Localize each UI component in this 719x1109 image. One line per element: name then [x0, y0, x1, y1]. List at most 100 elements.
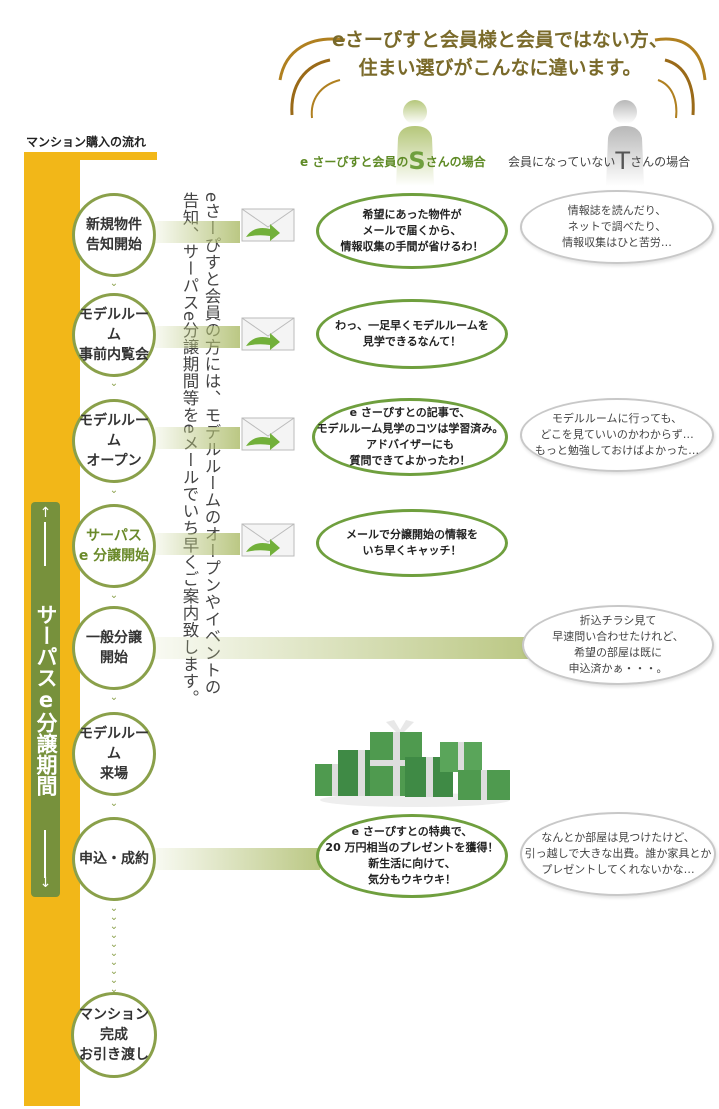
- s-speech-bubble-3: e さーぴすとの記事で、モデルルーム見学のコツは学習済み。アドバイザーにも質問で…: [312, 398, 508, 476]
- step-general-sale-start: 一般分譲開始: [72, 606, 156, 690]
- bubble-text: 情報収集の手間が省けるわ！: [340, 240, 484, 253]
- period-line-bottom: [44, 830, 46, 878]
- bubble-text: メールで届くから、: [362, 224, 462, 237]
- s-speech-bubble-4: メールで分譲開始の情報をいち早くキャッチ！: [316, 509, 508, 577]
- step-completion-handover: マンション完成お引き渡し: [71, 992, 157, 1078]
- step-text: モデルルーム: [79, 307, 149, 343]
- step-text: 新規物件: [86, 217, 142, 233]
- step-text: お引き渡し: [79, 1047, 149, 1063]
- bubble-text: 折込チラシ見て: [579, 614, 657, 627]
- banner-title: eさーぴすと会員様と会員ではない方、 住まい選びがこんなに違います。: [320, 26, 680, 82]
- s-heading-letter: S: [408, 147, 426, 175]
- email-envelope-icon: [241, 317, 295, 351]
- banner-line-2: 住まい選びがこんなに違います。: [358, 57, 642, 79]
- band-row-1: [155, 221, 240, 243]
- bubble-text: モデルルーム見学のコツは学習済み。: [316, 422, 504, 435]
- band-row-3: [155, 427, 240, 449]
- s-speech-bubble-2: わっ、一足早くモデルルームを見学できるなんて！: [316, 299, 508, 369]
- banner-line-1: eさーぴすと会員様と会員ではない方、: [332, 29, 668, 51]
- bubble-text: モデルルームに行っても、: [551, 412, 683, 425]
- right-swirl-decoration: [654, 37, 707, 119]
- step-text: マンション: [79, 1007, 149, 1023]
- bubble-text: e さーぴすとの特典で、: [351, 825, 473, 838]
- step-model-room-visit: モデルルーム来場: [72, 712, 156, 796]
- step-text: サーパス: [86, 528, 142, 544]
- bubble-text: 引っ越しで大きな出費。誰か家具とか: [524, 847, 712, 860]
- chevron-down-icon: ⌄: [109, 798, 119, 809]
- t-heading-suffix: さんの場合: [630, 155, 691, 169]
- step-text: 申込・成約: [79, 851, 149, 867]
- t-heading-prefix: 会員になっていない: [508, 155, 616, 169]
- step-text: 開始: [100, 650, 128, 666]
- bubble-text: アドバイザーにも: [365, 438, 454, 451]
- band-row-2: [155, 326, 240, 348]
- email-envelope-icon: [241, 523, 295, 557]
- chevron-down-icon: ⌄: [109, 692, 119, 703]
- step-model-room-open: モデルルームオープン: [72, 399, 156, 483]
- bubble-text: メールで分譲開始の情報を: [346, 528, 478, 541]
- period-down-arrow-icon: ↓: [39, 875, 52, 891]
- period-up-arrow-icon: ↑: [39, 505, 52, 521]
- t-speech-bubble-1: 情報誌を読んだり、ネットで調べたり、情報収集はひと苦労…: [520, 190, 714, 264]
- email-envelope-icon: [241, 208, 295, 242]
- bubble-text: プレゼントしてくれないかな…: [541, 863, 695, 876]
- bubble-text: 質問できてよかったわ！: [349, 454, 471, 467]
- bubble-text: 早速問い合わせたけれど、: [552, 630, 684, 643]
- s-person-heading: e さーぴすと会員のSさんの場合: [300, 147, 486, 175]
- chevron-down-icon: ⌄: [109, 378, 119, 389]
- period-line-top: [44, 522, 46, 566]
- step-text: モデルルーム: [79, 726, 149, 762]
- email-envelope-icon: [241, 417, 295, 451]
- chevron-down-icon: ⌄: [109, 485, 119, 496]
- t-person-silhouette: [606, 100, 644, 186]
- bubble-text: 希望の部屋は既に: [573, 646, 662, 659]
- step-application-contract: 申込・成約: [72, 817, 156, 901]
- band-row-contract: [155, 848, 320, 870]
- bubble-text: いち早くキャッチ！: [362, 544, 462, 557]
- bubble-text: どこを見ていいのかわからず…: [540, 428, 694, 441]
- left-swirl-decoration: [278, 37, 346, 119]
- step-text: 一般分譲: [86, 630, 142, 646]
- bubble-text: ネットで調べたり、: [567, 220, 667, 233]
- bubble-text: 気分もウキウキ！: [367, 873, 456, 886]
- step-text: 完成: [100, 1027, 128, 1043]
- step-surpass-e-sale-start: サーパス e 分譲開始: [72, 504, 156, 588]
- t-speech-bubble-2: モデルルームに行っても、どこを見ていいのかわからず… もっと勉強しておけばよかった…: [520, 398, 714, 472]
- bubble-text: わっ、一足早くモデルルームを: [335, 319, 489, 332]
- t-heading-letter: T: [615, 147, 631, 175]
- flow-label: マンション購入の流れ: [26, 135, 147, 149]
- bubble-text: 情報誌を読んだり、: [567, 204, 667, 217]
- flow-label-underline: [24, 152, 157, 160]
- bubble-text: e さーぴすとの記事で、: [349, 406, 471, 419]
- step-text: 事前内覧会: [79, 347, 149, 363]
- band-row-general-sale: [155, 637, 530, 659]
- step-model-room-preview: モデルルーム事前内覧会: [72, 293, 156, 377]
- step-text: 来場: [100, 766, 128, 782]
- step-text: オープン: [86, 453, 142, 469]
- bubble-text: 情報収集はひと苦労…: [562, 236, 672, 249]
- band-row-4: [155, 533, 240, 555]
- bubble-text: 見学できるなんて！: [362, 335, 462, 348]
- step-text: e 分譲開始: [78, 548, 150, 564]
- bubble-text: なんとか部屋は見つけたけど、: [541, 831, 695, 844]
- bubble-text: 新生活に向けて、: [368, 857, 456, 870]
- chevron-down-icon: ⌄: [109, 590, 119, 601]
- s-person-silhouette: [396, 100, 434, 186]
- bubble-text: 希望にあった物件が: [362, 208, 462, 221]
- period-label: サーパスe分譲期間: [34, 604, 58, 796]
- t-person-heading: 会員になっていないTさんの場合: [508, 147, 690, 175]
- step-new-listing: 新規物件告知開始: [72, 193, 156, 277]
- bubble-text: もっと勉強しておけばよかった…: [534, 444, 700, 457]
- s-heading-prefix: e さーぴすと会員の: [300, 155, 409, 169]
- bubble-text: 申込済かぁ・・・。: [568, 662, 668, 675]
- chevron-down-icon: ⌄⌄⌄⌄⌄⌄⌄⌄⌄⌄: [109, 903, 119, 995]
- vertical-member-note: eさーぴすと会員の方には、モデルルームのオープンやイベントの告知、サーパスe分譲…: [180, 192, 221, 707]
- s-heading-suffix: さんの場合: [425, 155, 486, 169]
- s-speech-bubble-1: 希望にあった物件がメールで届くから、情報収集の手間が省けるわ！: [316, 193, 508, 269]
- gift-boxes-image: [315, 720, 510, 807]
- step-text: モデルルーム: [79, 413, 149, 449]
- t-speech-bubble-3: 折込チラシ見て早速問い合わせたけれど、希望の部屋は既に申込済かぁ・・・。: [522, 605, 714, 685]
- bubble-text: 20 万円相当のプレゼントを獲得！: [325, 841, 499, 854]
- step-text: 告知開始: [86, 237, 142, 253]
- chevron-down-icon: ⌄: [109, 278, 119, 289]
